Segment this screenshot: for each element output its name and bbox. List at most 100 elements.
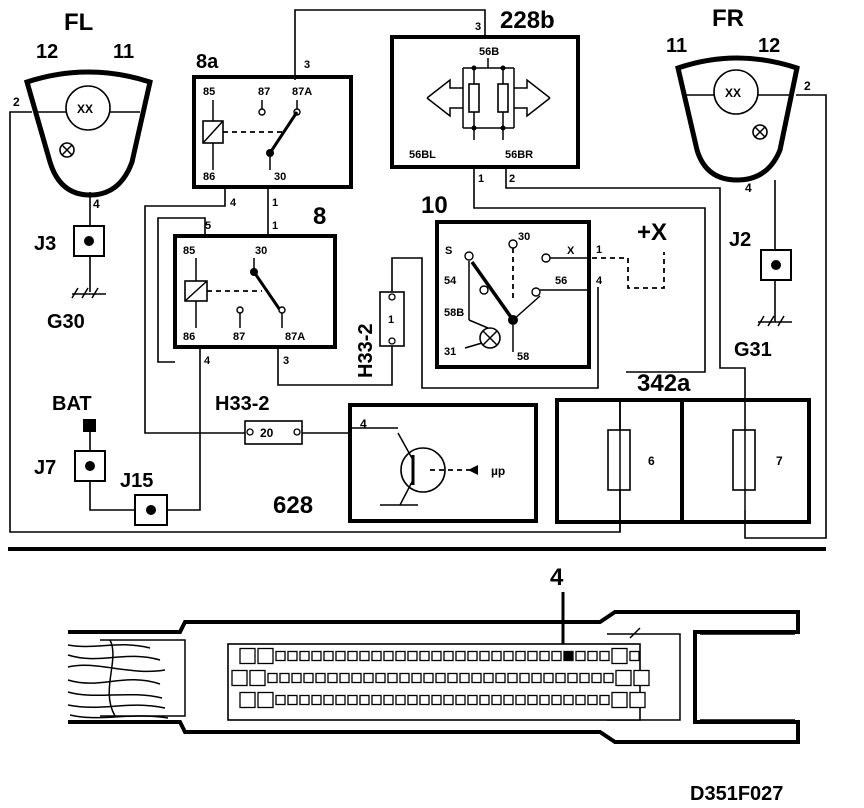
wire-j7-j15 <box>89 482 134 511</box>
relay-8-label: 8 <box>313 203 326 230</box>
switch-10-contact-s <box>464 251 474 261</box>
connector-pin <box>455 694 466 706</box>
j15-box <box>134 494 168 526</box>
ecu-628-input-arrow-icon <box>468 465 478 475</box>
fusebox-342a-label: 342a <box>637 370 691 397</box>
switch-10-arm-56 <box>512 295 541 321</box>
connector-pin <box>435 672 446 684</box>
wire-fr-return <box>744 94 827 539</box>
relay-8-pin-30: 30 <box>255 245 267 257</box>
ground-g31-icon <box>757 315 792 327</box>
switch-10-contact-x <box>541 253 551 263</box>
connector-pin <box>311 650 322 662</box>
ground-g30: J3 G30 <box>34 225 106 333</box>
switch-228b-node-4 <box>500 125 506 131</box>
connector-pin <box>531 672 542 684</box>
connector-pin <box>431 694 442 706</box>
switch-228b-box <box>390 35 580 169</box>
h33-vertical-pin: 1 <box>388 314 394 326</box>
connector-pin <box>629 650 640 662</box>
wire-228b-2 <box>505 168 746 400</box>
relay-8-switch-arm <box>252 271 282 311</box>
ground-g30-icon <box>71 287 106 299</box>
connector-pin <box>515 650 526 662</box>
connector-pin <box>615 669 632 687</box>
connector-pin <box>275 650 286 662</box>
connector-pin <box>579 672 590 684</box>
relay-8a-pin-87a: 87A <box>292 86 312 98</box>
lamp-fl-pin-side: 2 <box>13 95 20 109</box>
lamp-fl-indicator-cross <box>61 144 73 156</box>
connector-pin <box>563 694 574 706</box>
fusebox-342a: 342a 6 7 <box>555 370 811 532</box>
lamp-fl: FL 12 11 XX 2 4 <box>13 9 153 211</box>
switch-228b-ext-right: 2 <box>509 173 515 185</box>
wire-228b-8a <box>294 9 486 80</box>
switch-228b-arrow-right-icon <box>514 78 551 118</box>
connector-pointer-label: 4 <box>550 564 564 591</box>
j7-dot <box>85 461 95 471</box>
connector-pin <box>231 669 248 687</box>
connector-h33-vertical: H33-2 1 <box>355 291 405 378</box>
connector-pin <box>503 650 514 662</box>
connector-pin <box>279 672 290 684</box>
lamp-fl-housing <box>23 69 153 198</box>
connector-pin <box>375 672 386 684</box>
ecu-connector-drawing: 4 <box>67 564 800 744</box>
connector-pin <box>447 672 458 684</box>
relay-8-ext-top: 1 <box>272 220 278 232</box>
switch-10-ext-x: 1 <box>596 244 602 256</box>
switch-10-pin-x: X <box>567 245 575 257</box>
connector-pin <box>491 694 502 706</box>
connector-pin <box>419 650 430 662</box>
connector-housing-inner <box>100 627 795 721</box>
connector-pin <box>407 650 418 662</box>
lamp-fr-pin-side: 2 <box>804 79 811 93</box>
h33-horizontal-pin-left <box>246 428 254 436</box>
lamp-fl-pin-bottom: 4 <box>93 197 100 211</box>
wire-h33-top <box>391 257 599 389</box>
connector-pin <box>527 694 538 706</box>
connector-pin <box>423 672 434 684</box>
wire-8-4 <box>168 348 201 511</box>
connector-h33-horizontal: H33-2 20 <box>215 393 303 445</box>
connector-pin <box>459 672 470 684</box>
switch-228b-pin-56br: 56BR <box>505 149 533 161</box>
relay-8-box <box>173 234 337 349</box>
connector-pin <box>551 694 562 706</box>
lamp-fr-pin-bottom: 4 <box>745 181 752 195</box>
relay-8a-label: 8a <box>196 51 219 73</box>
connector-pin <box>257 691 274 709</box>
connector-pin <box>311 694 322 706</box>
connector-pin <box>407 694 418 706</box>
switch-10-contact-30 <box>508 239 518 249</box>
relay-8-pin-87: 87 <box>233 331 245 343</box>
j2-dot <box>771 260 781 270</box>
connector-pin <box>483 672 494 684</box>
connector-pin <box>563 650 574 662</box>
relay-8: 8 5 1 85 30 86 87 87A 4 3 <box>173 203 337 367</box>
connector-pin <box>371 694 382 706</box>
connector-pin <box>551 650 562 662</box>
connector-pin <box>339 672 350 684</box>
relay-8a-contact-87 <box>258 108 266 116</box>
j3-box <box>73 225 105 257</box>
switch-228b-node-1 <box>471 65 477 71</box>
connector-housing <box>68 610 800 744</box>
connector-pin <box>335 694 346 706</box>
relay-8-ext-bottom-left: 4 <box>204 355 211 367</box>
connector-pin <box>383 694 394 706</box>
relay-8a-ext-bottom: 1 <box>272 197 278 209</box>
lamp-fl-pin-right: 11 <box>113 41 134 63</box>
lamp-fr-pin-right: 12 <box>758 35 780 57</box>
relay-8-pin-86: 86 <box>183 331 195 343</box>
j2-box <box>760 249 792 281</box>
h33-horizontal-label: H33-2 <box>215 393 269 415</box>
connector-pin <box>495 672 506 684</box>
lamp-fl-bulb-icon <box>65 85 111 131</box>
connector-pin <box>239 647 256 665</box>
connector-pin <box>599 694 610 706</box>
connector-pin <box>359 694 370 706</box>
relay-8a-pin-30: 30 <box>274 171 286 183</box>
switch-10: 10 S 30 X 54 56 58B 31 58 1 4 <box>421 192 603 369</box>
